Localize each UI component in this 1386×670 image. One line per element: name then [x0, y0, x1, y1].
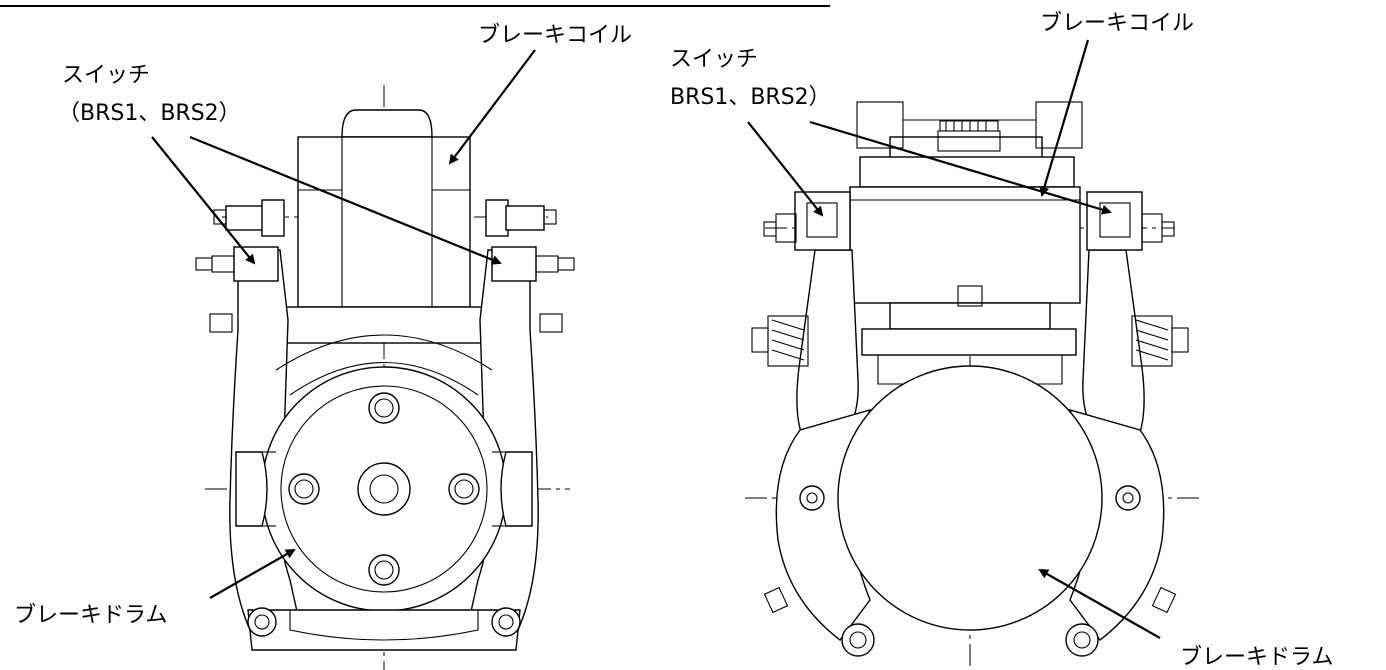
right-brake-drum-label: ブレーキドラム [1180, 645, 1333, 670]
left-switch-label: スイッチ [62, 63, 150, 88]
left-switch-arrow-brs1 [151, 136, 256, 265]
right-switch-arrow-brs2 [809, 120, 1112, 215]
left-coil-arrow [448, 49, 536, 165]
right-brake-view: ブレーキコイル スイッチ BRS1、BRS2） ブレーキドラム [670, 11, 1333, 670]
left-coil-body [297, 136, 471, 308]
right-switch-brs2 [1086, 191, 1143, 251]
left-brake-coil-label: ブレーキコイル [478, 23, 632, 48]
left-brake-drum-label: ブレーキドラム [14, 603, 167, 628]
right-spring-left [751, 315, 809, 367]
left-brake-shoe-left [235, 451, 268, 527]
right-spring-right [1131, 315, 1189, 367]
left-coil-cap [341, 109, 433, 138]
right-drum-arrow [1038, 569, 1161, 639]
left-switch-arrow-brs2 [189, 135, 502, 265]
right-switch-label: スイッチ [670, 47, 758, 72]
right-brake-coil-label: ブレーキコイル [1040, 11, 1194, 36]
right-coil-arrow [1039, 39, 1090, 197]
left-upper-bracket [261, 306, 507, 344]
left-switch-brs1 [233, 246, 279, 282]
left-drum-arrow [209, 549, 296, 599]
right-switch-brs1 [794, 191, 851, 251]
left-switch-ids-label: （BRS1、BRS2） [58, 101, 241, 126]
right-coil-body [849, 186, 1081, 304]
right-switch-arrow-brs1 [747, 121, 824, 217]
right-frame [861, 328, 1077, 356]
right-coil-top-plate [889, 136, 1043, 160]
left-switch-brs2 [491, 246, 537, 282]
left-brake-shoe-right [500, 451, 533, 527]
left-brake-view: ブレーキコイル スイッチ （BRS1、BRS2） ブレーキドラム [14, 23, 632, 670]
left-base [247, 609, 521, 651]
right-brake-drum [837, 365, 1103, 631]
right-switch-ids-label: BRS1、BRS2） [670, 85, 831, 110]
